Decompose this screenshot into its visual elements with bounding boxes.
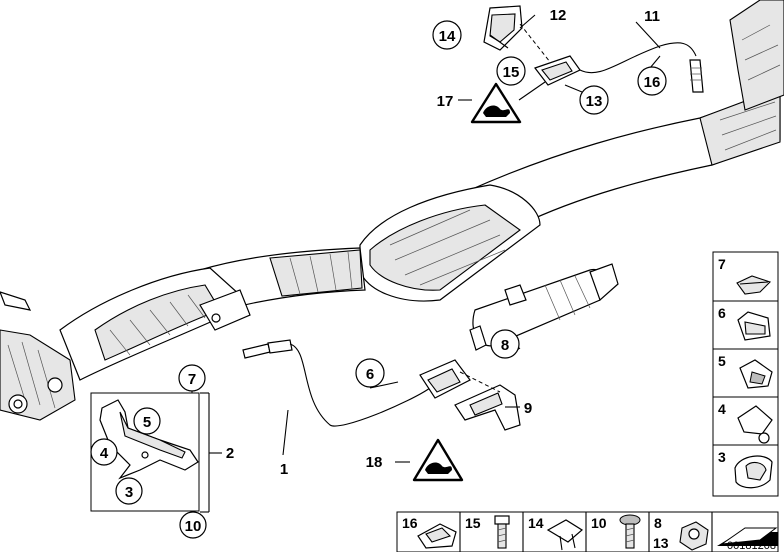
svg-text:14: 14 [528,515,544,531]
svg-text:4: 4 [100,445,109,462]
legend-item-4: 4 [718,401,773,444]
svg-text:13: 13 [586,93,603,110]
svg-text:16: 16 [402,515,418,531]
svg-text:11: 11 [644,8,660,25]
callout-10: 10 [179,511,207,539]
warning-triangle-18-icon [412,438,464,482]
legend-item-7: 7 [718,256,772,295]
svg-text:3: 3 [718,449,726,465]
callout-12: 12 [550,7,567,24]
callout-1: 1 [280,461,288,478]
legend-item-16: 16 [402,515,457,549]
callout-5: 5 [133,407,161,435]
svg-text:2: 2 [226,445,234,462]
svg-text:10: 10 [185,518,202,535]
svg-text:4: 4 [718,401,726,417]
svg-text:12: 12 [550,7,567,24]
legend-item-5: 5 [718,353,773,389]
callout-18: 18 [366,454,383,471]
lower-oxygen-sensor [242,339,431,427]
svg-text:9: 9 [524,400,532,417]
callout-2: 2 [226,445,234,462]
svg-text:15: 15 [503,64,520,81]
legend-item-3: 3 [718,449,773,489]
svg-text:18: 18 [366,454,383,471]
legend-item-14: 14 [528,515,584,551]
legend-item-8: 8 [654,515,662,531]
legend-item-13: 13 [653,521,709,551]
callout-16: 16 [637,66,667,96]
svg-text:6: 6 [718,305,726,321]
legend-item-10: 10 [591,514,641,549]
exhaust-system-illustration [0,0,784,421]
svg-text:00181208: 00181208 [727,540,776,552]
legend-sheet-icon [717,527,778,546]
svg-text:10: 10 [591,515,607,531]
callout-13: 13 [579,85,609,115]
svg-text:13: 13 [653,535,669,551]
callout-6: 6 [355,358,385,388]
callout-17: 17 [437,93,454,110]
svg-text:8: 8 [654,515,662,531]
callout-7: 7 [178,364,206,392]
svg-text:8: 8 [501,337,509,354]
sensor-connector-8 [419,359,471,399]
svg-text:17: 17 [437,93,454,110]
svg-text:5: 5 [143,414,151,431]
svg-text:7: 7 [188,371,196,388]
legend-item-6: 6 [718,305,771,341]
bracket-9 [454,384,521,431]
svg-text:5: 5 [718,353,726,369]
upper-oxygen-sensor [579,42,704,93]
upper-connector-13 [534,55,581,86]
svg-text:15: 15 [465,515,481,531]
svg-text:7: 7 [718,256,726,272]
callout-11: 11 [644,8,660,25]
callout-3: 3 [115,477,143,505]
drawing-number: 00181208 [727,540,776,552]
svg-text:1: 1 [280,461,288,478]
svg-text:6: 6 [366,366,374,383]
fuel-filter-assembly [469,263,619,351]
warning-triangle-17-icon [470,82,522,124]
upper-bracket-12 [483,5,523,51]
callout-14: 14 [432,20,462,50]
svg-text:3: 3 [125,484,133,501]
callout-9: 9 [524,400,532,417]
svg-text:14: 14 [439,28,456,45]
callout-15: 15 [496,56,526,86]
callout-4: 4 [90,438,118,466]
svg-text:16: 16 [644,74,661,91]
callout-8: 8 [490,329,520,359]
legend-item-15: 15 [465,515,510,549]
